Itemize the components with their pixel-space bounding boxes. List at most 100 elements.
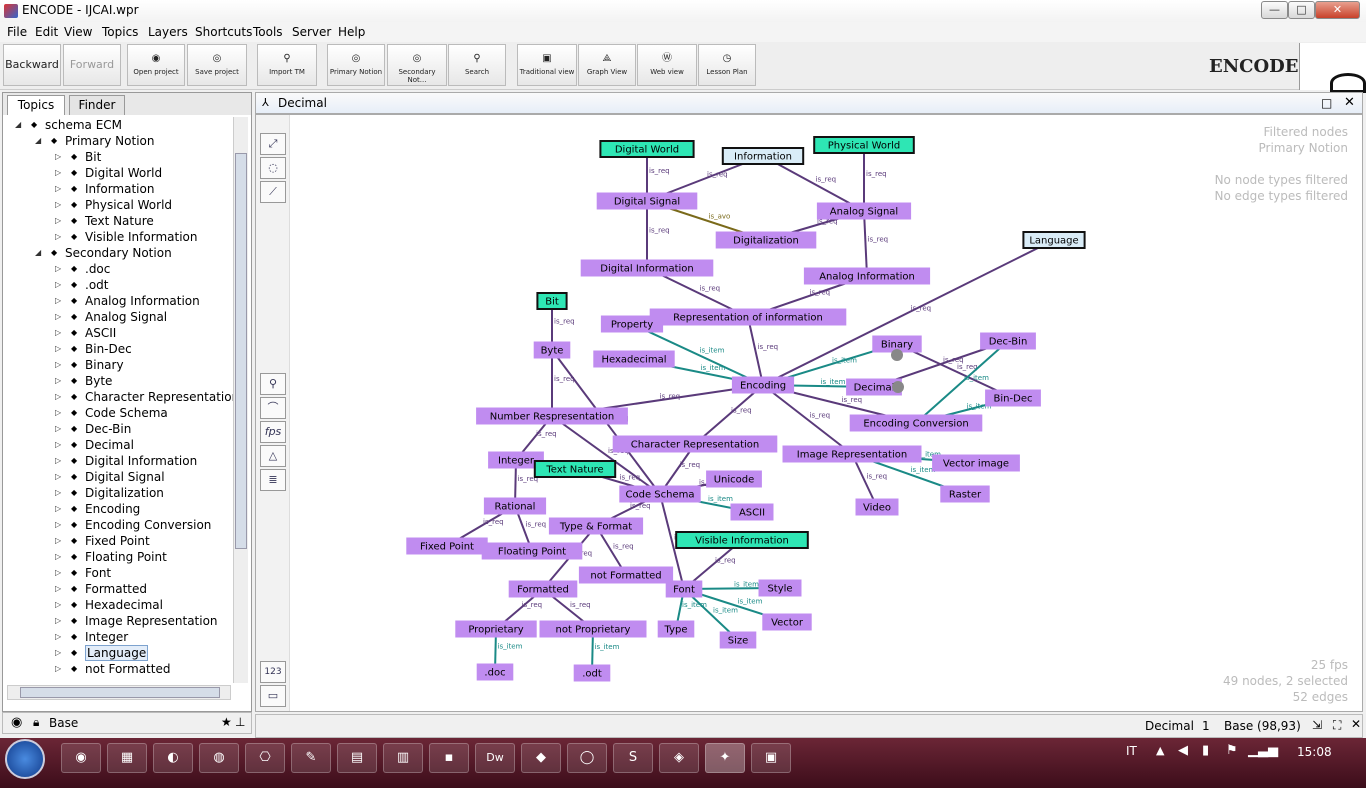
graph-node[interactable]: .odt bbox=[573, 664, 611, 682]
tree-item[interactable]: ▷◆Text Nature bbox=[5, 213, 233, 229]
menu-topics[interactable]: Topics bbox=[102, 25, 139, 39]
tree-item[interactable]: ▷◆Bin-Dec bbox=[5, 341, 233, 357]
graph-node[interactable]: Language bbox=[1022, 231, 1086, 249]
expand-arrow-icon[interactable]: ▷ bbox=[55, 664, 62, 673]
expand-arrow-icon[interactable]: ▷ bbox=[55, 216, 62, 225]
graph-edge[interactable] bbox=[762, 239, 1055, 386]
graph-node[interactable]: Code Schema bbox=[619, 485, 701, 503]
start-button[interactable] bbox=[5, 739, 45, 779]
tree-item[interactable]: ◢◆Primary Notion bbox=[5, 133, 233, 149]
eye-icon[interactable]: ◉ bbox=[11, 715, 23, 730]
menu-server[interactable]: Server bbox=[292, 25, 332, 39]
forward-button[interactable]: Forward bbox=[63, 44, 121, 86]
fit-view-tool[interactable]: ⤢ bbox=[260, 133, 286, 155]
graph-node-box[interactable] bbox=[548, 517, 644, 535]
tree-item[interactable]: ▷◆Dec-Bin bbox=[5, 421, 233, 437]
tree-item[interactable]: ▷◆not Formatted bbox=[5, 661, 233, 677]
status-fullscreen-icon[interactable]: ⛶ bbox=[1333, 718, 1342, 732]
graph-node-box[interactable] bbox=[758, 579, 802, 597]
graph-node-box[interactable] bbox=[816, 202, 912, 220]
collapse-tool[interactable]: ▭ bbox=[260, 685, 286, 707]
graph-node[interactable]: Analog Signal bbox=[816, 202, 912, 220]
graph-node[interactable]: Information bbox=[721, 147, 805, 165]
graph-node-box[interactable] bbox=[730, 503, 774, 521]
graph-node[interactable]: Property bbox=[600, 315, 664, 333]
close-button[interactable]: ✕ bbox=[1315, 1, 1360, 19]
graph-node-box[interactable] bbox=[539, 620, 647, 638]
graph-node[interactable]: Digital Signal bbox=[596, 192, 698, 210]
graph-edge[interactable] bbox=[551, 415, 661, 495]
expand-arrow-icon[interactable]: ▷ bbox=[55, 184, 62, 193]
graph-node-box[interactable] bbox=[578, 566, 674, 584]
expand-arrow-icon[interactable]: ▷ bbox=[55, 632, 62, 641]
tree-vertical-scrollbar[interactable] bbox=[233, 117, 248, 683]
tree-item[interactable]: ▷◆ASCII bbox=[5, 325, 233, 341]
graph-node-box[interactable] bbox=[612, 435, 778, 453]
graph-node[interactable]: Floating Point bbox=[481, 542, 583, 560]
graph-node[interactable]: Representation of information bbox=[649, 308, 847, 326]
expand-arrow-icon[interactable]: ▷ bbox=[55, 552, 62, 561]
tree-item[interactable]: ▷◆Digital Signal bbox=[5, 469, 233, 485]
tree-item[interactable]: ◢◆schema ECM bbox=[5, 117, 233, 133]
pdf-taskbar-icon[interactable]: ▣ bbox=[751, 743, 791, 773]
graph-node-box[interactable] bbox=[762, 613, 812, 631]
tree-item[interactable]: ▷◆Byte bbox=[5, 373, 233, 389]
tree-item[interactable]: ▷◆Visible Information bbox=[5, 229, 233, 245]
expand-arrow-icon[interactable]: ▷ bbox=[55, 360, 62, 369]
cmd-taskbar-icon[interactable]: ▪ bbox=[429, 743, 469, 773]
graph-node[interactable]: Video bbox=[855, 498, 899, 516]
graph-node-box[interactable] bbox=[715, 231, 817, 249]
graph-edge[interactable] bbox=[659, 493, 685, 590]
graph-node[interactable]: Digitalization bbox=[715, 231, 817, 249]
menu-help[interactable]: Help bbox=[338, 25, 366, 39]
expand-arrow-icon[interactable]: ▷ bbox=[55, 328, 62, 337]
graph-node-box[interactable] bbox=[455, 620, 537, 638]
menu-tools[interactable]: Tools bbox=[253, 25, 283, 39]
fps-tool[interactable]: fps bbox=[260, 421, 286, 443]
tree-item[interactable]: ▷◆.doc bbox=[5, 261, 233, 277]
calculator-taskbar-icon[interactable]: ▦ bbox=[107, 743, 147, 773]
chrome-taskbar-icon[interactable]: ◉ bbox=[61, 743, 101, 773]
graph-node[interactable]: Text Nature bbox=[533, 460, 617, 478]
draw-edge-tool[interactable]: ⟋ bbox=[260, 181, 286, 203]
graph-edge[interactable] bbox=[863, 210, 868, 277]
graph-node[interactable]: Type bbox=[657, 620, 695, 638]
tree-item[interactable]: ▷◆Floating Point bbox=[5, 549, 233, 565]
graph-node-box[interactable] bbox=[533, 460, 617, 478]
expand-arrow-icon[interactable]: ▷ bbox=[55, 200, 62, 209]
tree-horizontal-scrollbar[interactable] bbox=[7, 685, 231, 700]
graph-node[interactable]: Size bbox=[719, 631, 757, 649]
expand-arrow-icon[interactable]: ▷ bbox=[55, 424, 62, 433]
expand-arrow-icon[interactable]: ▷ bbox=[55, 472, 62, 481]
tools-taskbar-icon[interactable]: ✎ bbox=[291, 743, 331, 773]
graph-node-box[interactable] bbox=[593, 350, 675, 368]
collapse-arrow-icon[interactable]: ◢ bbox=[35, 248, 42, 257]
lock-icon[interactable]: 🔒︎ bbox=[33, 715, 40, 729]
graph-node[interactable]: not Formatted bbox=[578, 566, 674, 584]
chat-taskbar-icon[interactable]: ◆ bbox=[521, 743, 561, 773]
graph-node[interactable]: Hexadecimal bbox=[593, 350, 675, 368]
numbering-tool[interactable]: 123 bbox=[260, 661, 286, 683]
graph-node-box[interactable] bbox=[481, 542, 583, 560]
encode-taskbar-icon[interactable]: ✦ bbox=[705, 743, 745, 773]
graph-node-box[interactable] bbox=[600, 315, 664, 333]
graph-node-box[interactable] bbox=[706, 470, 762, 488]
graph-node-box[interactable] bbox=[476, 407, 628, 425]
whatsapp-taskbar-icon[interactable]: ◯ bbox=[567, 743, 607, 773]
expand-arrow-icon[interactable]: ▷ bbox=[55, 488, 62, 497]
graph-node-box[interactable] bbox=[813, 136, 915, 154]
menu-layers[interactable]: Layers bbox=[148, 25, 188, 39]
expand-arrow-icon[interactable]: ▷ bbox=[55, 168, 62, 177]
expand-arrow-icon[interactable]: ▷ bbox=[55, 584, 62, 593]
graph-node[interactable]: Fixed Point bbox=[406, 537, 488, 555]
star-icon[interactable]: ★ bbox=[221, 715, 232, 729]
backward-button[interactable]: Backward bbox=[3, 44, 61, 86]
dreamweaver-taskbar-icon[interactable]: Dw bbox=[475, 743, 515, 773]
graph-node-box[interactable] bbox=[596, 192, 698, 210]
status-close-icon[interactable]: ✕ bbox=[1351, 717, 1362, 731]
tree-item[interactable]: ▷◆Character Representation bbox=[5, 389, 233, 405]
graph-node-box[interactable] bbox=[657, 620, 695, 638]
graph-node-box[interactable] bbox=[1022, 231, 1086, 249]
graph-node[interactable]: Byte bbox=[533, 341, 571, 359]
